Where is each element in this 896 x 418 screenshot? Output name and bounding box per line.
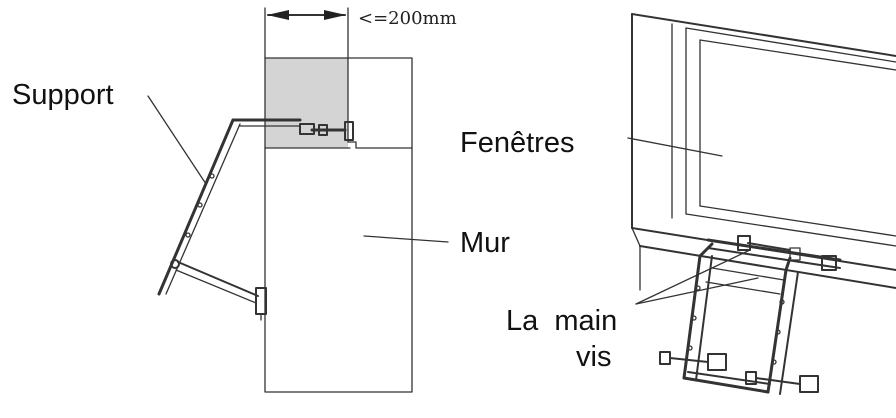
wall (264, 57, 413, 393)
wall-leader-line (363, 235, 449, 243)
screw-label-line2: vis (576, 341, 611, 373)
window-label: Fenêtres (460, 127, 574, 159)
support-leader-line (147, 95, 207, 185)
left-figure: <=200mm (12, 7, 510, 393)
mounting-bracket (659, 235, 842, 395)
support-bracket (157, 118, 354, 321)
window-leader-line (627, 137, 723, 157)
right-figure: Fenêtres La main vis (460, 13, 896, 395)
support-label: Support (12, 79, 114, 111)
dimension-label: <=200mm (358, 8, 457, 29)
screw-leader-line-1 (635, 249, 751, 305)
dimension-marker (264, 7, 349, 59)
wall-label: Mur (460, 227, 510, 259)
screw-label-line1: La main (506, 305, 617, 337)
window-frame (631, 13, 896, 291)
screw-leader-line-2 (635, 277, 759, 305)
